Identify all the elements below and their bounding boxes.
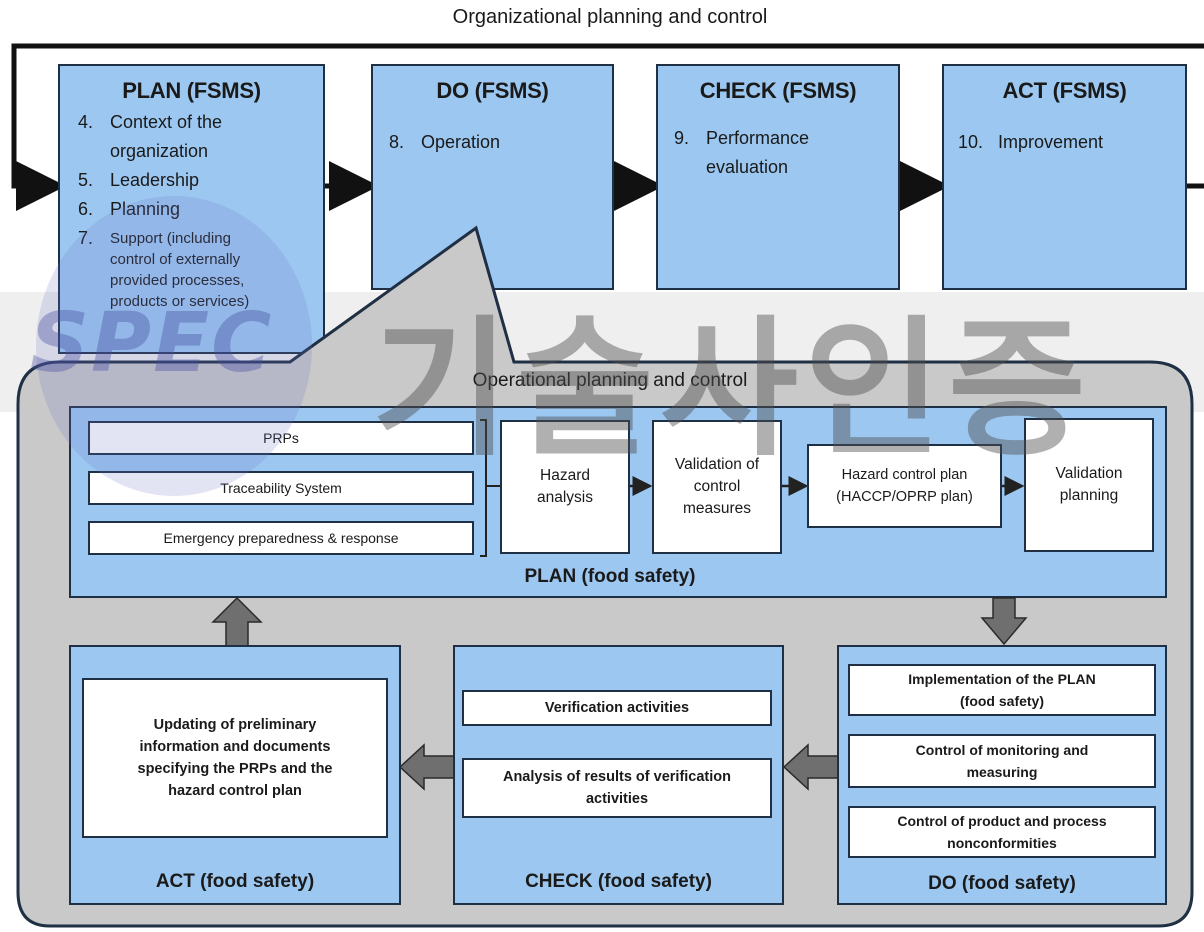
arrow-plan-to-do [980, 597, 1028, 646]
plan-fs-title: PLAN (food safety) [524, 566, 696, 587]
fsms-plan-item: 7.Support (including control of external… [78, 228, 250, 310]
traceability-box: Traceability System [88, 471, 474, 505]
hazard-analysis-box: Hazard analysis [500, 420, 630, 554]
act-fs-update-box: Updating of preliminary information and … [82, 678, 388, 838]
fsms-do-title: DO (FSMS) [436, 78, 549, 103]
fsms-check-box: CHECK (FSMS) 9.Performance evaluation [656, 64, 900, 290]
check-fs-title: CHECK (food safety) [525, 871, 712, 892]
analysis-box: Analysis of results of verification acti… [462, 758, 772, 818]
op-title: Operational planning and control [472, 370, 748, 391]
check-fs-box: Verification activities Analysis of resu… [453, 645, 784, 905]
fsms-check-title: CHECK (FSMS) [699, 78, 857, 103]
fsms-plan-title: PLAN (FSMS) [122, 78, 261, 103]
arrow-check-to-act [398, 743, 455, 791]
act-fs-title: ACT (food safety) [155, 871, 315, 892]
fsms-plan-box: PLAN (FSMS) 4.Context of the organizatio… [58, 64, 325, 354]
nonconformities-box: Control of product and process nonconfor… [848, 806, 1156, 858]
loop-line [11, 43, 1204, 211]
validation-planning-box: Validation planning [1024, 418, 1154, 552]
fsms-act-item: 10.Improvement [958, 132, 1104, 152]
arrow-act-to-plan [211, 596, 263, 647]
org-title: Organizational planning and control [452, 6, 768, 28]
fsms-act-title: ACT (FSMS) [1002, 78, 1127, 103]
do-fs-box: Implementation of the PLAN (food safety)… [837, 645, 1167, 905]
fsms-plan-item: 4.Context of the organization [78, 112, 223, 161]
fsms-act-box: ACT (FSMS) 10.Improvement [942, 64, 1187, 290]
emergency-box: Emergency preparedness & response [88, 521, 474, 555]
verification-box: Verification activities [462, 690, 772, 726]
fsms-plan-item: 6.Planning [78, 199, 181, 219]
act-fs-box: Updating of preliminary information and … [69, 645, 401, 905]
watermark-korean: 기술사인증 [372, 303, 1093, 477]
hazard-control-plan-box: Hazard control plan (HACCP/OPRP plan) [807, 444, 1002, 528]
do-fs-title: DO (food safety) [928, 873, 1076, 894]
fsms-check-item: 9.Performance evaluation [674, 128, 810, 177]
fsms-do-item: 8.Operation [389, 132, 501, 152]
watermark-logo-shape [36, 196, 312, 496]
implementation-box: Implementation of the PLAN (food safety) [848, 664, 1156, 716]
arrow-do-to-check [782, 743, 839, 791]
watermark-logo: SPEC [30, 296, 274, 391]
fsms-plan-item: 5.Leadership [78, 170, 200, 190]
prps-box: PRPs [88, 421, 474, 455]
monitoring-box: Control of monitoring and measuring [848, 734, 1156, 788]
validation-control-box: Validation of control measures [652, 420, 782, 554]
